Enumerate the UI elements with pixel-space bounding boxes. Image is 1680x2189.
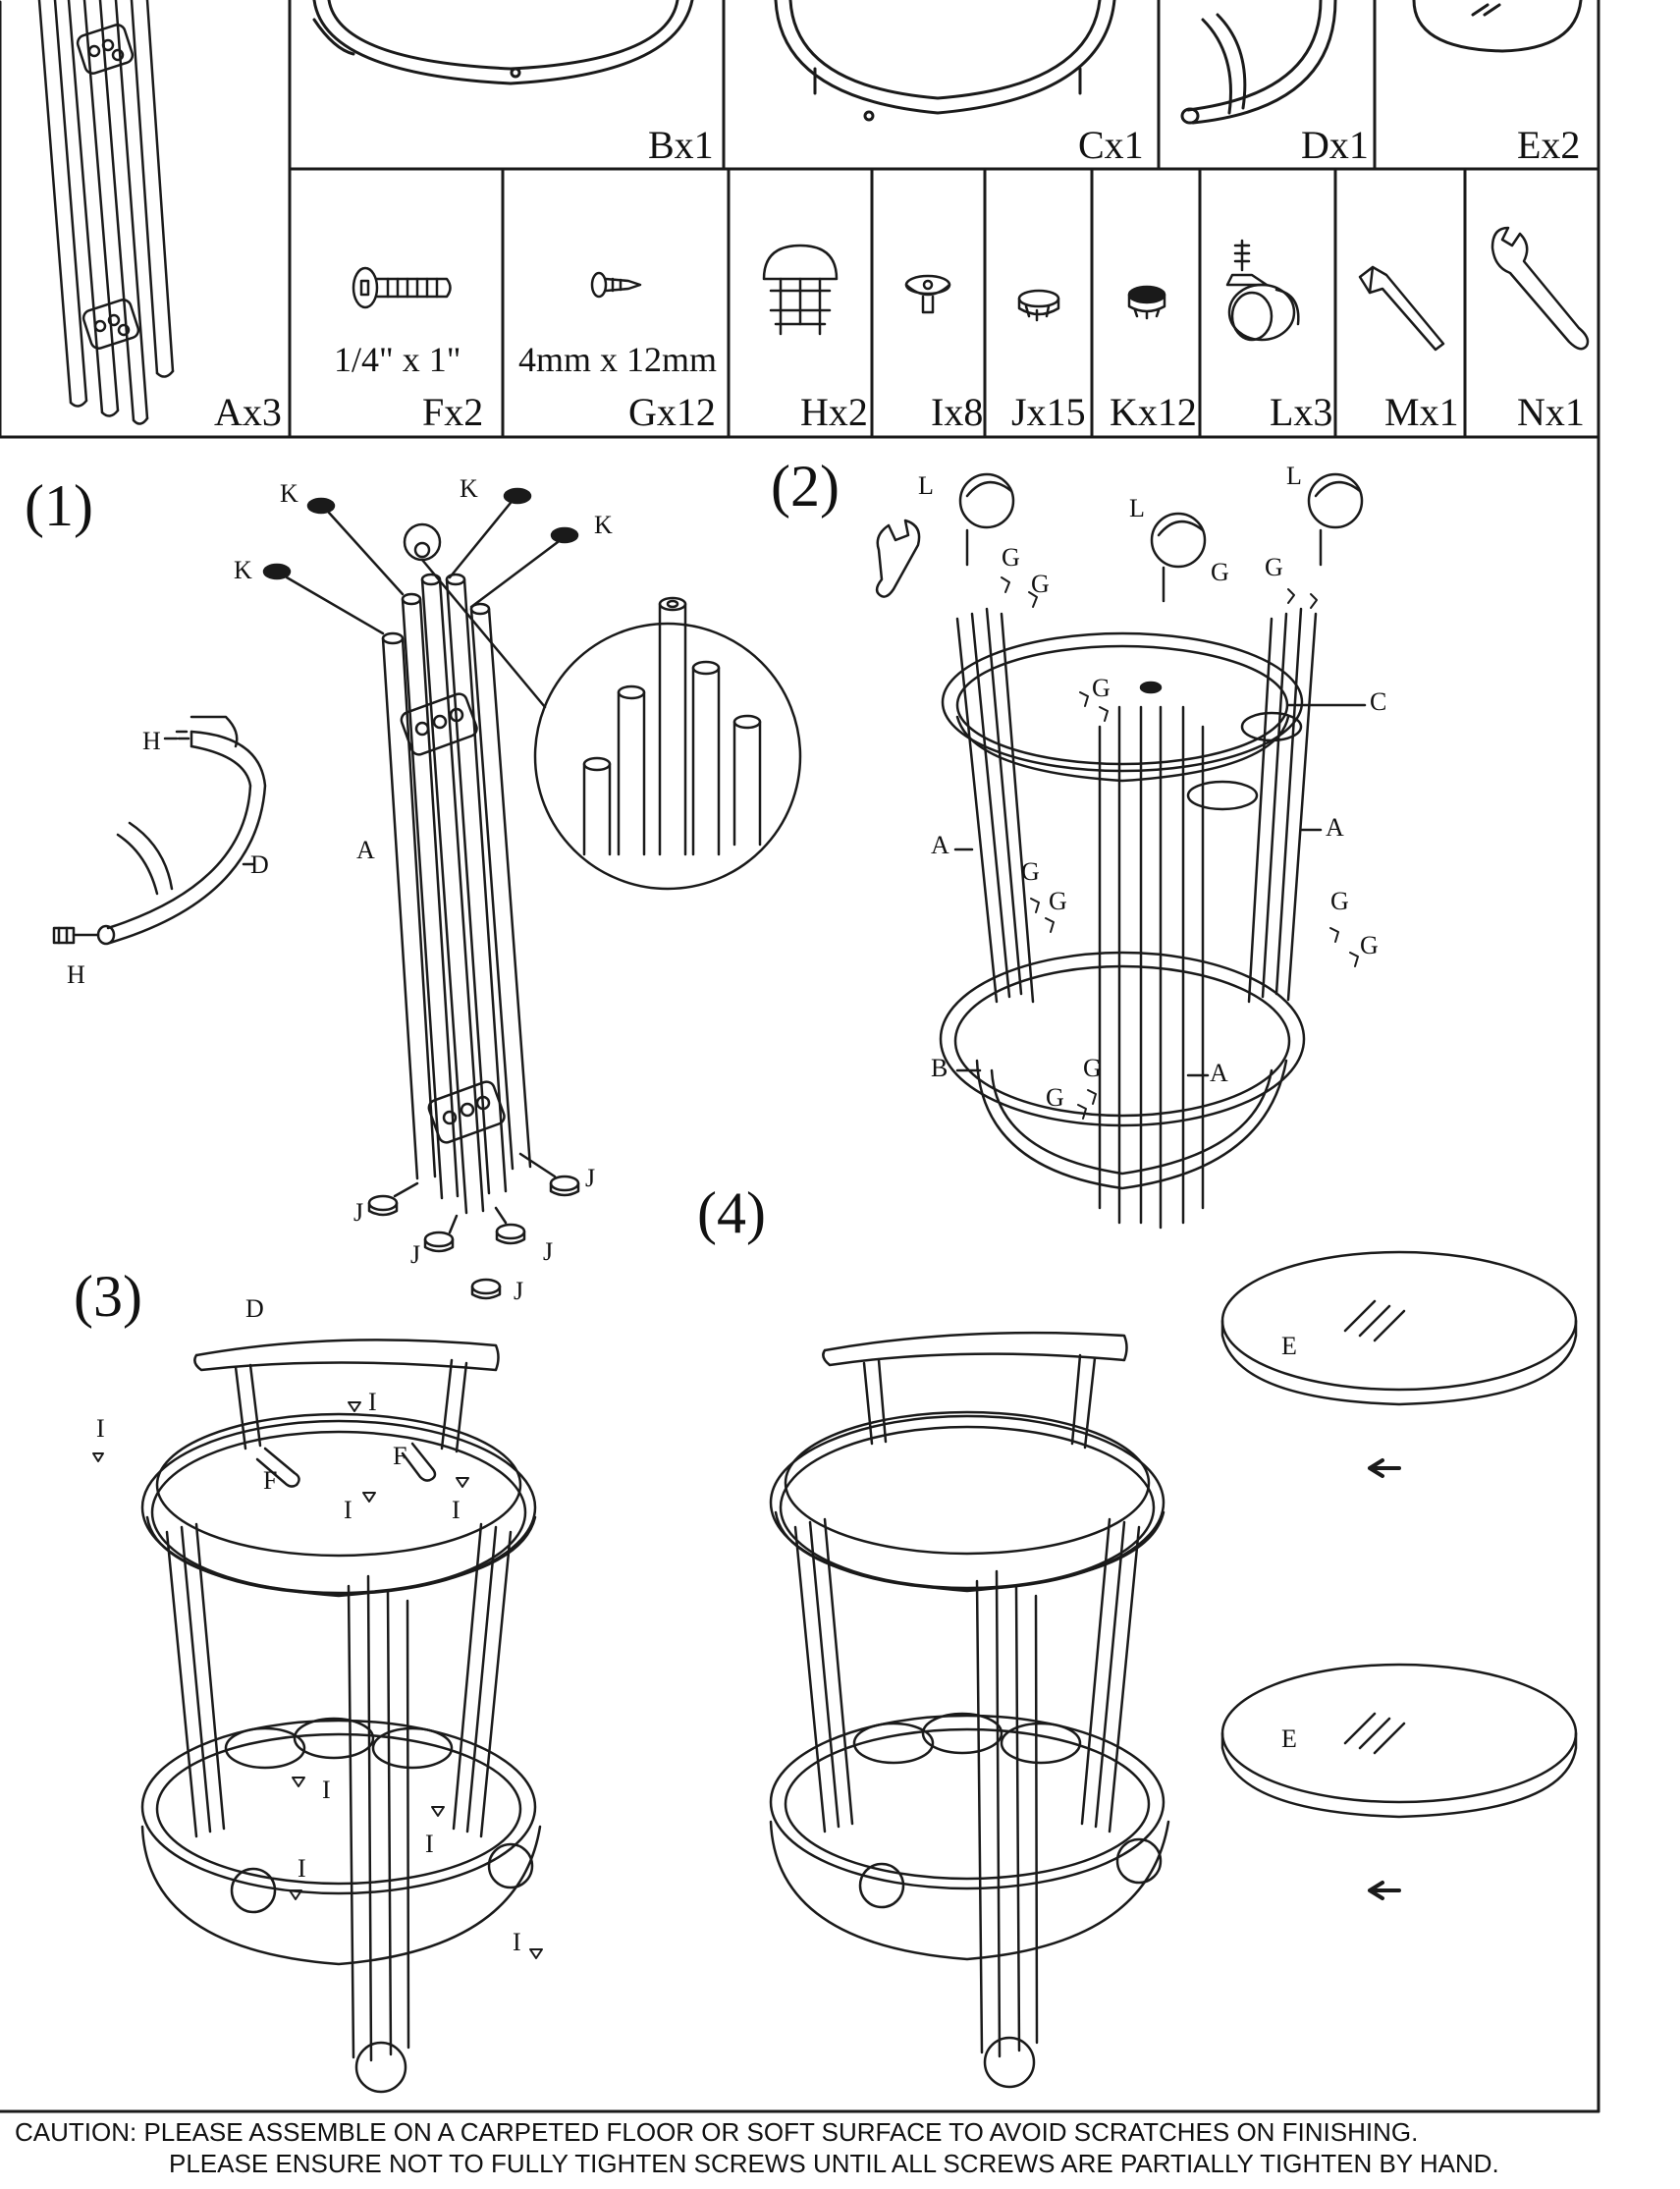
step2-callout-b: B	[931, 1054, 948, 1082]
part-j-foot-drawing	[1017, 289, 1060, 322]
part-a-label: Ax3	[214, 390, 282, 434]
part-i-label: Ix8	[931, 390, 984, 434]
step3-callout-f: F	[393, 1442, 407, 1470]
part-g-label: Gx12	[628, 390, 716, 434]
part-h-label: Hx2	[800, 390, 868, 434]
part-l-caster-drawing	[1225, 239, 1300, 342]
part-m-label: Mx1	[1384, 390, 1459, 434]
step-1-number: (1)	[25, 473, 93, 538]
step2-callout-g: G	[1002, 543, 1020, 572]
step2-callout-l: L	[1129, 494, 1145, 522]
part-k-label: Kx12	[1110, 390, 1197, 434]
part-b-label: Bx1	[648, 123, 714, 167]
step1-callout-d: D	[250, 850, 269, 879]
part-b-drawing	[312, 0, 694, 85]
step3-callout-i: I	[368, 1388, 377, 1416]
step3-callout-i: I	[298, 1854, 306, 1883]
part-g-screw-drawing	[590, 271, 642, 299]
step2-callout-a: A	[1326, 813, 1344, 842]
part-l-label: Lx3	[1270, 390, 1333, 434]
step3-callout-i: I	[452, 1496, 461, 1524]
part-d-label: Dx1	[1301, 123, 1369, 167]
step2-callout-l: L	[918, 471, 934, 500]
step1-callout-h: H	[142, 727, 161, 755]
part-f-bolt-drawing	[352, 266, 452, 309]
step2-callout-a: A	[931, 831, 949, 859]
step2-callout-g: G	[1330, 887, 1349, 915]
part-j-label: Jx15	[1011, 390, 1086, 434]
step3-callout-f: F	[263, 1466, 278, 1495]
part-g-size: 4mm x 12mm	[518, 340, 718, 379]
part-f-size: 1/4" x 1"	[334, 340, 461, 379]
step1-callout-j: J	[585, 1164, 596, 1192]
step2-callout-g: G	[1031, 570, 1050, 598]
caution-line-1: CAUTION: PLEASE ASSEMBLE ON A CARPETED F…	[15, 2117, 1419, 2147]
step3-callout-i: I	[322, 1776, 331, 1804]
part-a-tubes-drawing	[37, 0, 175, 425]
step2-callout-g: G	[1211, 558, 1229, 586]
step2-callout-g: G	[1360, 931, 1379, 959]
step1-callout-j: J	[353, 1198, 364, 1227]
part-c-drawing	[774, 0, 1116, 122]
step3-drawing	[92, 1339, 543, 2094]
step-3-number: (3)	[74, 1264, 142, 1329]
step-2-number: (2)	[771, 454, 840, 519]
part-m-allen-key-drawing	[1358, 265, 1445, 352]
step1-callout-j: J	[410, 1240, 421, 1269]
step1-callout-a: A	[356, 836, 375, 864]
step2-callout-g: G	[1046, 1083, 1064, 1112]
step2-drawing	[875, 472, 1367, 1230]
step2-callout-a: A	[1210, 1059, 1228, 1087]
step4-callout-e: E	[1281, 1724, 1297, 1753]
part-f-label: Fx2	[422, 390, 484, 434]
step1-callout-j: J	[543, 1237, 554, 1266]
step2-callout-g: G	[1265, 553, 1283, 581]
part-k-cap-drawing	[1127, 285, 1166, 320]
step3-callout-i: I	[344, 1496, 352, 1524]
step1-callout-j: J	[514, 1277, 524, 1305]
step-4-number: (4)	[697, 1180, 766, 1245]
step1-callout-k: K	[594, 511, 613, 539]
step4-callout-e: E	[1281, 1332, 1297, 1360]
step1-callout-k: K	[234, 556, 252, 584]
step2-callout-g: G	[1083, 1054, 1102, 1082]
part-e-label: Ex2	[1517, 123, 1581, 167]
step4-drawing	[769, 1250, 1578, 2089]
step1-drawing	[52, 487, 802, 1300]
part-h-cap-drawing	[762, 244, 839, 336]
step2-callout-g: G	[1049, 887, 1067, 915]
part-i-pad-drawing	[904, 274, 951, 314]
step2-callout-g: G	[1021, 857, 1040, 886]
step2-callout-c: C	[1370, 687, 1387, 716]
step3-callout-i: I	[513, 1928, 521, 1956]
part-e-drawing	[1412, 0, 1583, 53]
parts-table-grid	[0, 0, 1600, 2113]
step1-callout-k: K	[460, 474, 478, 503]
step3-callout-i: I	[96, 1414, 105, 1443]
step2-callout-g: G	[1092, 674, 1111, 702]
caution-line-2: PLEASE ENSURE NOT TO FULLY TIGHTEN SCREW…	[169, 2149, 1499, 2178]
step3-callout-d: D	[245, 1294, 264, 1323]
part-n-label: Nx1	[1517, 390, 1585, 434]
step3-callout-i: I	[425, 1830, 434, 1858]
step1-callout-k: K	[280, 479, 298, 508]
part-d-drawing	[1180, 0, 1337, 125]
part-c-label: Cx1	[1078, 123, 1144, 167]
part-n-wrench-drawing	[1490, 226, 1590, 351]
step1-callout-h: H	[67, 960, 85, 989]
step2-callout-l: L	[1286, 462, 1302, 490]
